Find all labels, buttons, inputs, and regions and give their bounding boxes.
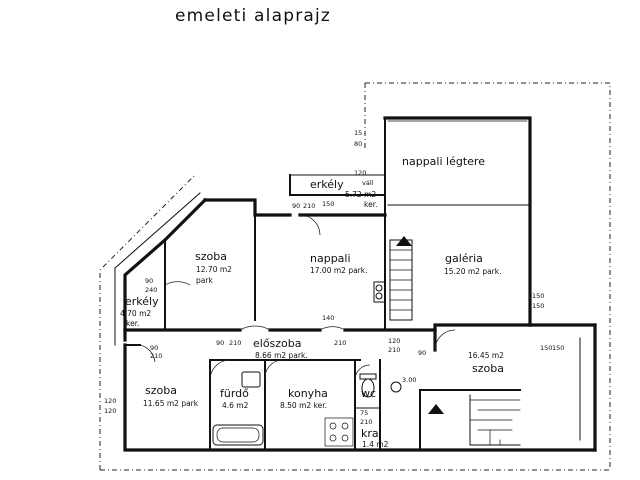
bathtub <box>212 424 264 446</box>
room-label-kamra: kra <box>361 427 379 440</box>
dim-15: 15 <box>354 129 362 137</box>
staircase-lower <box>469 394 521 446</box>
room-area-furdo: 4.6 m2 <box>222 401 249 410</box>
dim-210-entry: 210 <box>229 339 241 347</box>
sink <box>241 371 261 388</box>
dim-140: 140 <box>322 314 334 322</box>
dim-210-kamra: 210 <box>360 418 372 426</box>
room-label-szoba-top: szoba <box>195 250 227 263</box>
dim-210-bottom: 210 <box>150 352 162 360</box>
door-swings <box>139 214 456 381</box>
dimension-labels: 15 80 120 váll 90 210 150 90 240 90 210 … <box>104 129 564 426</box>
dim-240-left: 240 <box>145 286 157 294</box>
dim-90-right: 90 <box>418 349 426 357</box>
dim-90-erkely: 90 <box>292 202 300 210</box>
room-label-furdo: fürdő <box>220 387 249 400</box>
room-label-eloszoba: előszoba <box>253 337 302 350</box>
room-label-konyha: konyha <box>288 387 328 400</box>
room-label-galeria: galéria <box>445 252 483 265</box>
plan-title: emeleti alaprajz <box>175 6 331 26</box>
room-area-szoba-bottom: 11.65 m2 park <box>143 399 199 408</box>
dim-150-erkely: 150 <box>322 200 334 208</box>
room-note-szoba-top: park <box>196 276 213 285</box>
column-marker <box>390 381 402 393</box>
dim-150-galeria-b: 150 <box>532 302 544 310</box>
room-area-nappali: 17.00 m2 park. <box>310 266 367 275</box>
room-area-eloszoba: 8.66 m2 park. <box>255 351 308 360</box>
dim-120-hall: 120 <box>388 337 400 345</box>
dim-90-bottom: 90 <box>150 344 158 352</box>
dim-120-left-a: 120 <box>104 397 116 405</box>
dim-210-kitchen: 210 <box>334 339 346 347</box>
staircase-upper <box>389 239 413 321</box>
dim-150-right: 150 <box>540 344 552 352</box>
dim-vall: váll <box>362 179 374 187</box>
toilet <box>359 373 377 398</box>
room-area-szoba-right: 16.45 m2 <box>468 351 504 360</box>
dim-120-top: 120 <box>354 169 366 177</box>
room-label-szoba-right: szoba <box>472 362 504 375</box>
dim-150-right-b: 150 <box>552 344 564 352</box>
room-label-nappali: nappali <box>310 252 351 265</box>
dim-300: 3.00 <box>402 376 416 384</box>
dim-90-left: 90 <box>145 277 153 285</box>
room-area-galeria: 15.20 m2 park. <box>444 267 501 276</box>
room-label-nappali-legtere: nappali légtere <box>402 155 485 168</box>
room-area-kamra: 1.4 m2 <box>362 440 389 449</box>
room-label-wc: wc <box>361 387 376 400</box>
dim-75: 75 <box>360 409 368 417</box>
dim-210-erkely: 210 <box>303 202 315 210</box>
room-area-erkely-left: 4.70 m2 <box>120 309 151 318</box>
chimney <box>373 281 386 303</box>
dim-120-left-b: 120 <box>104 407 116 415</box>
room-note-erkely-left: ker. <box>126 319 139 328</box>
dim-150-galeria-a: 150 <box>532 292 544 300</box>
room-label-erkely-left: erkély <box>125 295 159 308</box>
room-label-szoba-bottom: szoba <box>145 384 177 397</box>
stair-arrow <box>396 236 444 414</box>
dim-210-hall: 210 <box>388 346 400 354</box>
room-area-konyha: 8.50 m2 ker. <box>280 401 327 410</box>
room-label-erkely-top: erkély <box>310 178 344 191</box>
room-note-erkely-top: ker. <box>364 200 377 209</box>
property-boundary <box>99 82 611 471</box>
dim-90-entry: 90 <box>216 339 224 347</box>
room-area-erkely-top: 5.72 m2 <box>345 190 376 199</box>
dim-80: 80 <box>354 140 362 148</box>
kitchen-counter <box>324 417 354 447</box>
room-area-szoba-top: 12.70 m2 <box>196 265 232 274</box>
